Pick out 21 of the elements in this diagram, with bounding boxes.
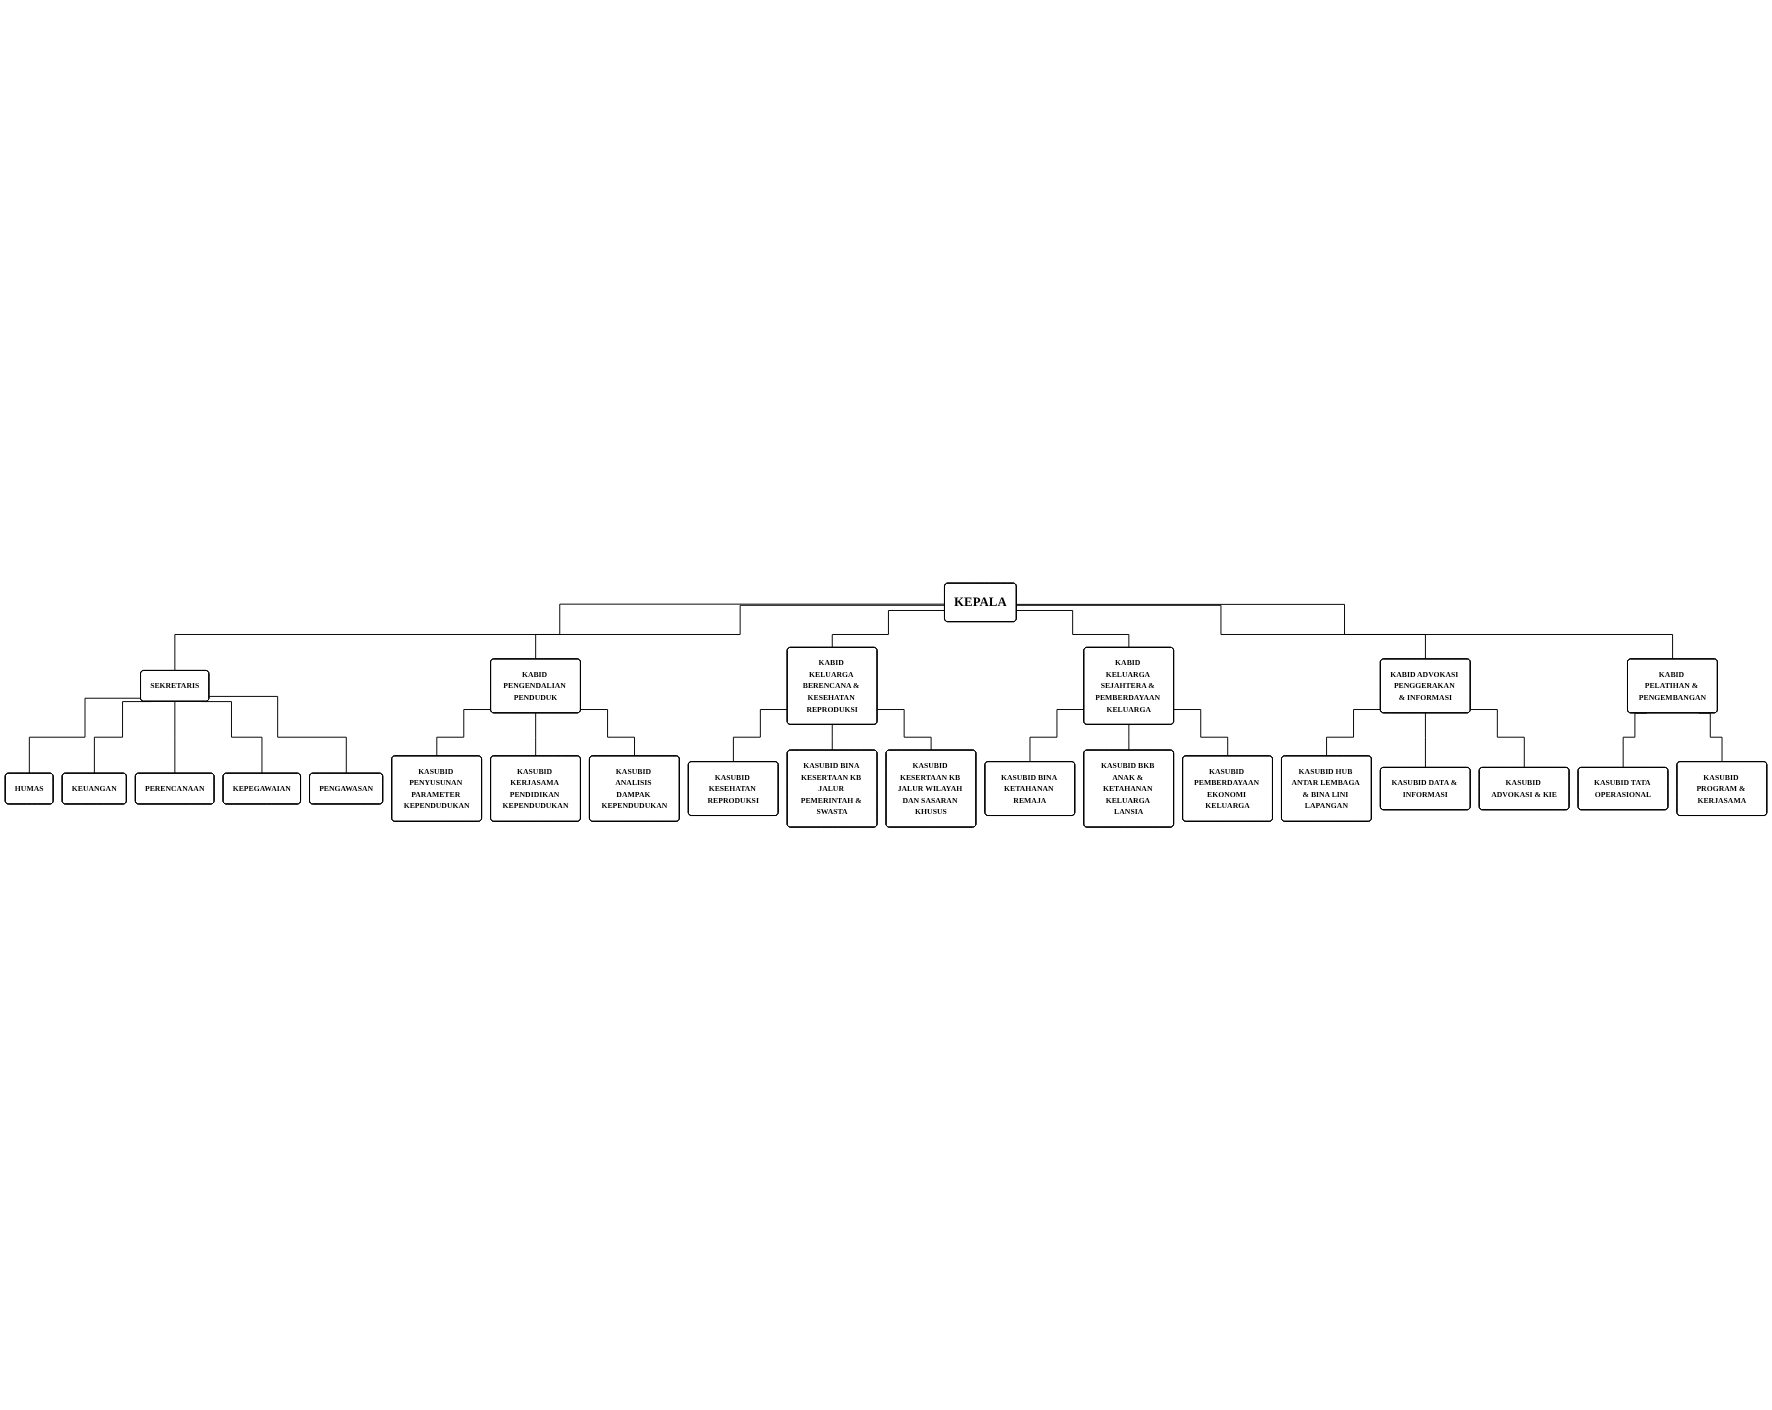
connector <box>535 712 537 757</box>
connector <box>732 708 788 763</box>
connector <box>28 697 142 774</box>
connector <box>1016 603 1674 660</box>
connector <box>1424 712 1427 769</box>
connector <box>1326 708 1382 757</box>
connector <box>208 695 347 774</box>
connector <box>831 609 946 648</box>
connector <box>1128 724 1130 751</box>
connector <box>876 708 932 751</box>
connector <box>831 724 833 751</box>
connector <box>174 603 946 672</box>
connector <box>436 708 492 757</box>
connector <box>535 604 946 660</box>
connector <box>580 708 636 757</box>
connector <box>1470 708 1525 769</box>
connector <box>1173 708 1229 757</box>
connector <box>1016 604 1427 660</box>
connector <box>1016 609 1130 648</box>
connector <box>174 700 176 774</box>
connector <box>1029 708 1085 763</box>
